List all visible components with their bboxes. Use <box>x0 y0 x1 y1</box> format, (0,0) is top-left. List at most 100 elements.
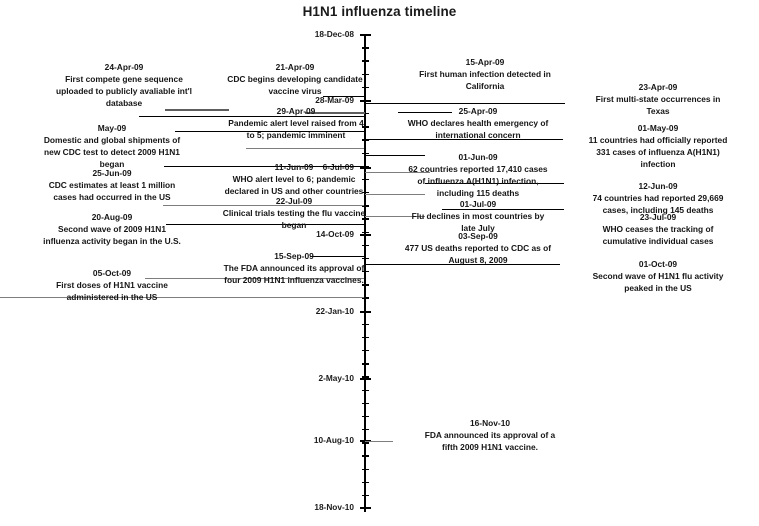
event-date: 21-Apr-09 <box>275 62 315 72</box>
event-description: WHO ceases the tracking of cumulative in… <box>602 223 714 246</box>
axis-tick-minor <box>361 192 369 194</box>
timeline-axis <box>364 34 366 512</box>
leader-01jun <box>246 148 364 150</box>
leader-25jun <box>164 166 364 167</box>
event-description: 477 US deaths reported to CDC as of Augu… <box>404 242 552 265</box>
leader-01jun2 <box>365 155 425 156</box>
event-description: The FDA announced its approval of four 2… <box>223 262 365 285</box>
leader-03sep <box>166 224 364 225</box>
axis-tick-minor <box>361 442 369 444</box>
event-description: WHO alert level to 6; pandemic declared … <box>224 173 364 196</box>
axis-tick-minor <box>361 165 369 168</box>
axis-tick-major <box>359 440 371 442</box>
axis-tick-minor <box>361 415 369 418</box>
leader-05oct <box>145 278 364 280</box>
axis-tick-minor <box>361 508 369 510</box>
leader-24apr <box>165 109 229 112</box>
axis-tick-minor <box>361 336 369 339</box>
event-description: Second wave of 2009 H1N1 influenza activ… <box>43 223 181 246</box>
leader-23apr <box>365 103 565 104</box>
axis-tick-minor <box>361 402 369 405</box>
leader-20aug <box>163 205 364 207</box>
event-date: 29-Apr-09 <box>276 106 316 116</box>
event-description: Clinical trials testing the flu vaccine … <box>222 207 366 230</box>
event-description: First doses of H1N1 vaccine administered… <box>56 279 168 302</box>
axis-tick-major <box>359 34 371 36</box>
leader-01oct <box>365 264 560 265</box>
axis-tick-major <box>359 507 371 509</box>
axis-tick-label-0: 18-Dec-08 <box>314 29 354 39</box>
event-description: First multi-state occurrences in Texas <box>595 93 721 116</box>
event-date: 25-Apr-09 <box>458 106 498 116</box>
axis-tick-minor <box>361 86 369 89</box>
leader-11jun <box>365 172 430 174</box>
axis-tick-major <box>359 100 371 102</box>
axis-tick-minor <box>361 113 369 115</box>
axis-tick-minor <box>361 231 369 233</box>
axis-tick-minor <box>361 257 369 260</box>
axis-tick-minor <box>361 481 369 484</box>
event-description: Pandemic alert level raised from 4 to 5;… <box>228 117 364 140</box>
event-date: May-09 <box>97 123 127 133</box>
axis-tick-minor <box>361 178 369 181</box>
event-date: 20-Aug-09 <box>91 212 133 222</box>
leader-15apr <box>323 96 365 97</box>
page-title: H1N1 influenza timeline <box>302 4 457 19</box>
event-date: 15-Sep-09 <box>274 251 314 261</box>
axis-tick-label-1: 28-Mar-09 <box>315 95 354 105</box>
event-date: 25-Jun-09 <box>92 168 132 178</box>
event-date: 11-Jun-09 <box>274 162 314 172</box>
axis-tick-minor <box>361 126 369 128</box>
event-date: 22-Jul-09 <box>275 196 313 206</box>
event-date: 16-Nov-10 <box>469 418 511 428</box>
axis-tick-label-2: 6-Jul-09 <box>322 162 354 172</box>
event-date: 23-Jul-09 <box>639 212 677 222</box>
leader-21apr <box>139 116 364 117</box>
event-description: CDC begins developing candidate vaccine … <box>227 73 363 96</box>
event-date: 15-Apr-09 <box>465 57 505 67</box>
axis-tick-label-6: 10-Aug-10 <box>313 435 354 445</box>
leader-15sep <box>310 256 364 257</box>
event-description: FDA announced its approval of a fifth 20… <box>424 429 556 452</box>
axis-tick-minor <box>361 350 369 352</box>
event-description: 62 countries reported 17,410 cases of in… <box>408 163 548 198</box>
axis-tick-label-4: 22-Jan-10 <box>315 306 354 316</box>
axis-tick-major <box>359 234 371 236</box>
axis-tick-minor <box>361 297 369 299</box>
event-description: First human infection detected in Califo… <box>419 68 551 91</box>
event-description: Second wave of H1N1 flu activity peaked … <box>592 270 724 293</box>
axis-tick-minor <box>361 60 369 62</box>
event-description: 74 countries had reported 29,669 cases, … <box>592 192 724 215</box>
axis-tick-minor <box>361 218 369 220</box>
axis-tick-minor <box>361 455 369 457</box>
event-date: 01-Jul-09 <box>459 199 497 209</box>
event-description: 11 countries had officially reported 331… <box>588 134 728 169</box>
event-date: 03-Sep-09 <box>458 231 498 241</box>
leader-may09 <box>175 131 364 132</box>
event-date: 01-Oct-09 <box>638 259 678 269</box>
axis-tick-minor <box>361 284 369 286</box>
leader-16nov <box>365 441 393 443</box>
event-date: 01-May-09 <box>637 123 679 133</box>
axis-tick-minor <box>361 47 369 49</box>
event-date: 12-Jun-09 <box>638 181 678 191</box>
event-description: First compete gene sequence uploaded to … <box>55 73 192 108</box>
event-description: Flu declines in most countries by late J… <box>411 210 545 233</box>
axis-tick-minor <box>361 429 369 431</box>
